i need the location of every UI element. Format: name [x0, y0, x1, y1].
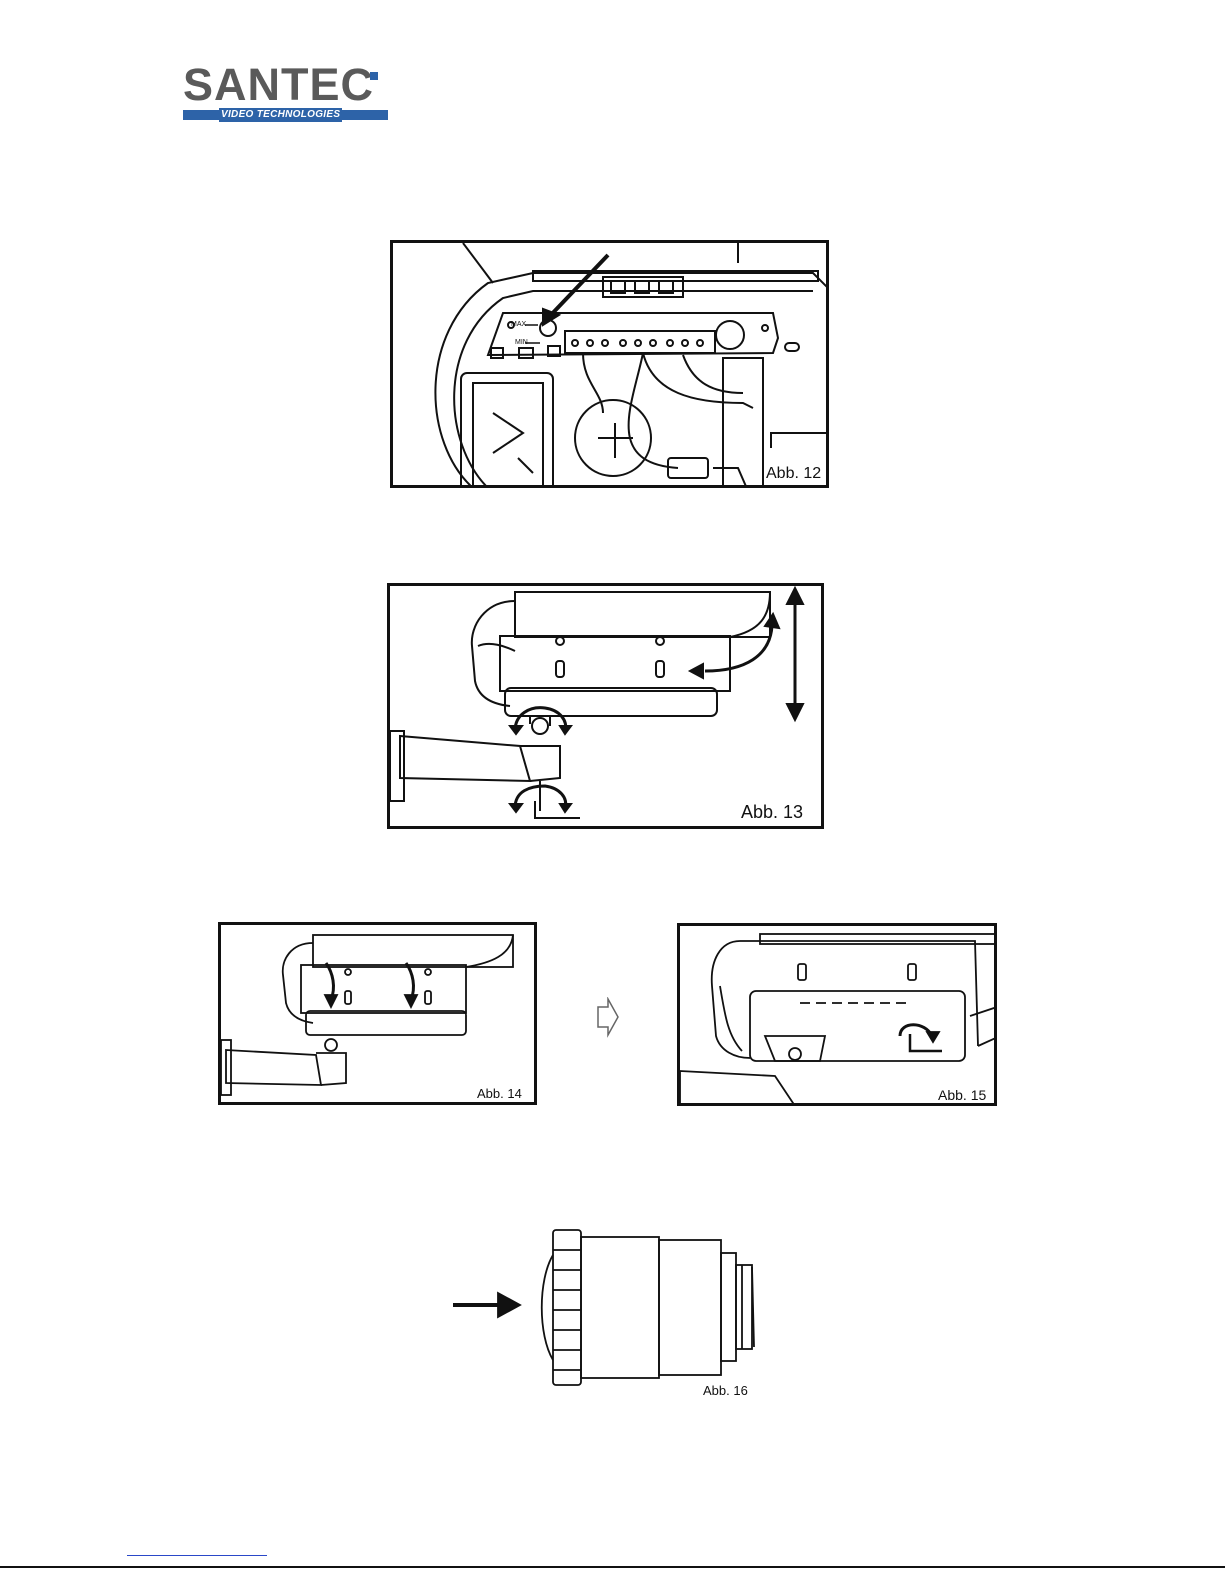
figure-13-caption: Abb. 13 [741, 802, 803, 823]
figure-14: Abb. 14 [218, 922, 537, 1105]
figure-13-illustration [390, 586, 824, 829]
figure-14-illustration [221, 925, 537, 1105]
min-label: MIN [515, 339, 528, 346]
figure-12-caption: Abb. 12 [766, 465, 821, 483]
figure-13: Abb. 13 [387, 583, 824, 829]
figure-15-caption: Abb. 15 [938, 1087, 986, 1103]
santec-logo: SANTEC VIDEO TECHNOLOGIES [183, 66, 393, 124]
logo-wordmark: SANTEC [183, 60, 374, 110]
footer-link-underline [127, 1555, 267, 1556]
figure-16-illustration [450, 1225, 770, 1390]
figure-12-illustration: MAX MIN [393, 243, 829, 488]
max-label: MAX [511, 321, 527, 328]
figure-14-caption: Abb. 14 [477, 1086, 522, 1101]
next-arrow-icon [596, 997, 620, 1039]
figure-16-caption: Abb. 16 [703, 1383, 748, 1398]
logo-tagline: VIDEO TECHNOLOGIES [219, 108, 342, 122]
figure-12: MAX MIN Abb. 12 [390, 240, 829, 488]
figure-15-illustration [680, 926, 997, 1106]
logo-accent-square [370, 72, 378, 80]
figure-15: Abb. 15 [677, 923, 997, 1106]
page-divider [0, 1566, 1225, 1568]
